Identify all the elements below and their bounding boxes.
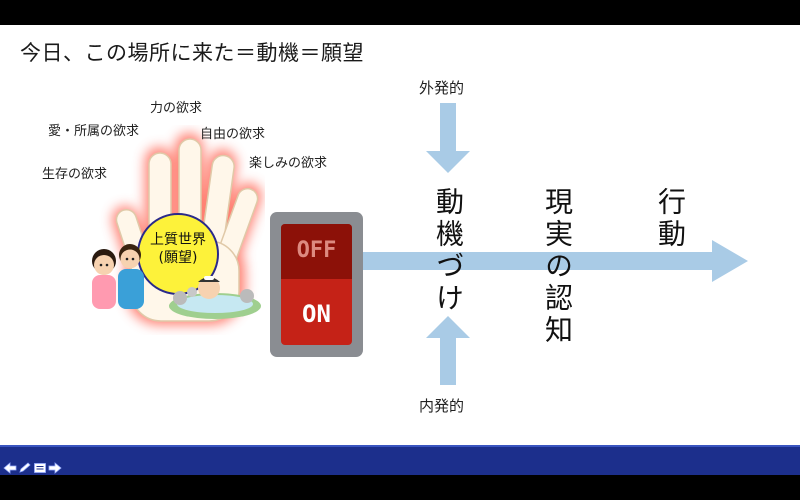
horizontal-flow-arrow bbox=[363, 240, 748, 282]
desire-label-fun: 楽しみの欲求 bbox=[249, 156, 328, 171]
action-text: 行動 bbox=[654, 187, 687, 251]
internal-label: 内発的 bbox=[419, 397, 465, 415]
up-arrow bbox=[426, 316, 470, 385]
desire-label-power: 力の欲求 bbox=[150, 101, 203, 116]
motivation-text: 動機づけ bbox=[432, 187, 465, 315]
family-illustration bbox=[92, 244, 144, 309]
arrow-left-icon[interactable] bbox=[3, 459, 17, 474]
slide: 今日、この場所に来た＝動機＝願望 力の欲求 愛・所属の欲求 自由の欲求 生存の欲… bbox=[0, 25, 800, 445]
wish-label: (願望) bbox=[158, 250, 198, 266]
switch-on-label: ON bbox=[302, 300, 331, 328]
desire-label-freedom: 自由の欲求 bbox=[200, 127, 266, 142]
slide-title: 今日、この場所に来た＝動機＝願望 bbox=[20, 41, 364, 65]
external-label: 外発的 bbox=[419, 79, 465, 97]
bottom-bar bbox=[0, 445, 800, 475]
arrow-right-icon[interactable] bbox=[48, 459, 62, 474]
quality-world-text: 上質世界 (願望) bbox=[137, 231, 219, 267]
arrows-layer bbox=[363, 103, 748, 385]
quality-world-label: 上質世界 bbox=[150, 232, 206, 248]
down-arrow bbox=[426, 103, 470, 173]
desire-label-love: 愛・所属の欲求 bbox=[48, 124, 140, 139]
pen-icon[interactable] bbox=[18, 459, 32, 473]
reality-text: 現実の認知 bbox=[541, 187, 574, 347]
desire-label-survival: 生存の欲求 bbox=[42, 167, 108, 182]
bathing-person-illustration bbox=[169, 276, 261, 319]
switch-off-label: OFF bbox=[296, 238, 337, 263]
slide-nav-controls bbox=[3, 459, 62, 474]
switch-off-half bbox=[281, 224, 352, 279]
slide-icon[interactable] bbox=[33, 459, 47, 473]
